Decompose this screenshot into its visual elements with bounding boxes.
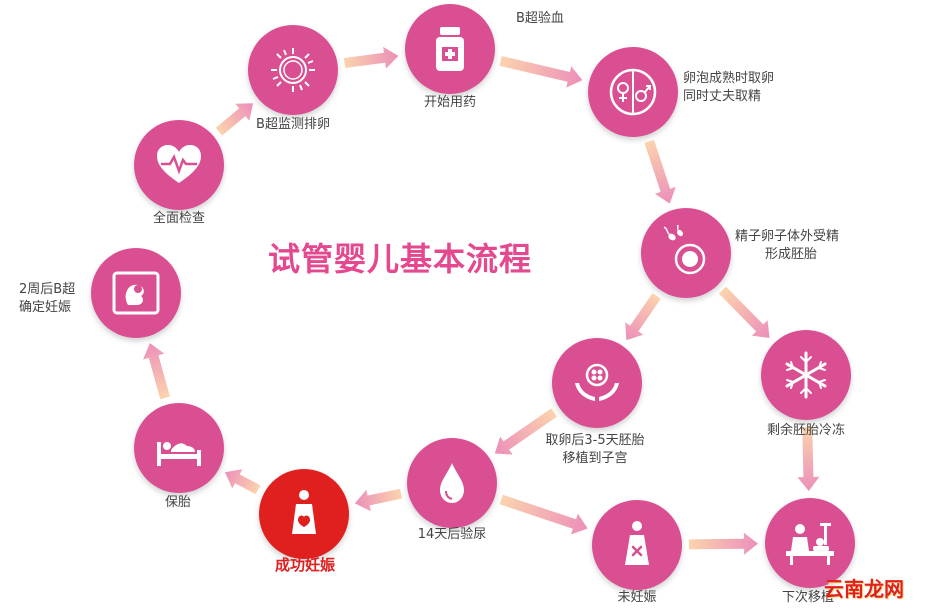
flow-arrow [499, 56, 583, 88]
arrow-shape [644, 139, 676, 204]
node-embryo-transfer [552, 338, 642, 428]
label-line: 取卵后3-5天胚胎 [545, 433, 645, 448]
flow-arrow [224, 469, 261, 495]
node-ultrasound-ovulation [248, 25, 338, 115]
flow-arrow [688, 532, 759, 555]
flow-arrow [343, 46, 399, 69]
follicle-icon [271, 48, 315, 92]
node-not-pregnant [592, 500, 682, 590]
label-start-medication: 开始用药 [423, 95, 477, 110]
drop-icon [440, 463, 464, 503]
flow-arrow [215, 103, 254, 136]
label-line: 确定妊娠 [19, 300, 72, 315]
label-not-pregnant: 未妊娠 [617, 590, 657, 605]
node-freeze-embryos [761, 330, 851, 420]
node-confirm-pregnancy [91, 248, 181, 338]
ultrasound-fetus-icon [112, 271, 160, 315]
label-next-transfer: 下次移植 [781, 590, 835, 605]
label-protect-pregnancy: 保胎 [164, 495, 192, 510]
node-protect-pregnancy [134, 403, 224, 493]
arrow-shape [797, 426, 820, 492]
label-blood-test: B超验血 [516, 11, 564, 26]
node-egg-retrieval [588, 47, 678, 137]
label-line: 同时丈夫取精 [683, 89, 762, 104]
label-embryo-transfer: 取卵后3-5天胚胎 移植到子宫 [545, 432, 644, 468]
label-line: 形成胚胎 [765, 247, 818, 262]
arrow-shape [343, 46, 399, 69]
node-urine-test [407, 438, 497, 528]
flow-arrow [354, 488, 403, 512]
label-successful-pregnancy: 成功妊娠 [274, 556, 336, 574]
label-confirm-pregnancy: 2周后B超 确定妊娠 [19, 281, 75, 317]
node-successful-pregnancy [259, 469, 349, 559]
bed-rest-icon [157, 442, 201, 466]
label-ultrasound-ovulation: B超监测排卵 [256, 117, 330, 132]
gender-symbols-icon [609, 68, 657, 116]
label-egg-retrieval: 卵泡成熟时取卵 同时丈夫取精 [683, 70, 774, 106]
node-fertilization [641, 208, 731, 298]
node-start-medication [405, 4, 495, 94]
flow-arrow [143, 343, 170, 400]
snowflake-icon [785, 351, 827, 399]
arrow-shape [143, 343, 170, 400]
hands-embryo-icon [575, 363, 619, 401]
arrow-shape [354, 488, 403, 512]
arrow-shape [224, 469, 261, 495]
flow-arrow [499, 494, 588, 535]
watermark: 云南龙网 [824, 577, 904, 601]
arrow-shape [499, 56, 583, 88]
flow-arrow [797, 426, 820, 492]
label-line: 卵泡成熟时取卵 [683, 71, 775, 86]
surgery-icon [786, 523, 834, 565]
arrow-shape [688, 532, 759, 555]
label-urine-test: 14天后验尿 [417, 527, 487, 542]
label-freeze-embryos: 剩余胚胎冷冻 [766, 423, 846, 438]
node-full-checkup [134, 120, 224, 210]
label-fertilization: 精子卵子体外受精 形成胚胎 [735, 228, 839, 264]
flow-arrow [494, 408, 558, 455]
node-next-transfer [765, 498, 855, 588]
arrow-shape [494, 408, 558, 455]
flow-arrow [644, 139, 676, 204]
sperm-egg-icon [663, 225, 706, 275]
medicine-bottle-icon [436, 27, 464, 71]
diagram-title: 试管婴儿基本流程 [268, 240, 533, 278]
arrow-shape [499, 494, 588, 535]
arrow-shape [625, 293, 661, 341]
flow-arrow [625, 293, 661, 341]
pregnant-woman-icon [292, 490, 316, 534]
heart-monitor-icon [157, 145, 201, 183]
label-full-checkup: 全面检查 [152, 211, 206, 226]
label-line: 2周后B超 [19, 282, 76, 297]
flow-arrow [718, 286, 770, 338]
arrow-shape [215, 103, 254, 136]
woman-cross-icon [625, 521, 649, 565]
arrow-shape [718, 286, 770, 338]
label-line: 精子卵子体外受精 [735, 229, 840, 244]
label-line: 移植到子宫 [562, 451, 628, 466]
